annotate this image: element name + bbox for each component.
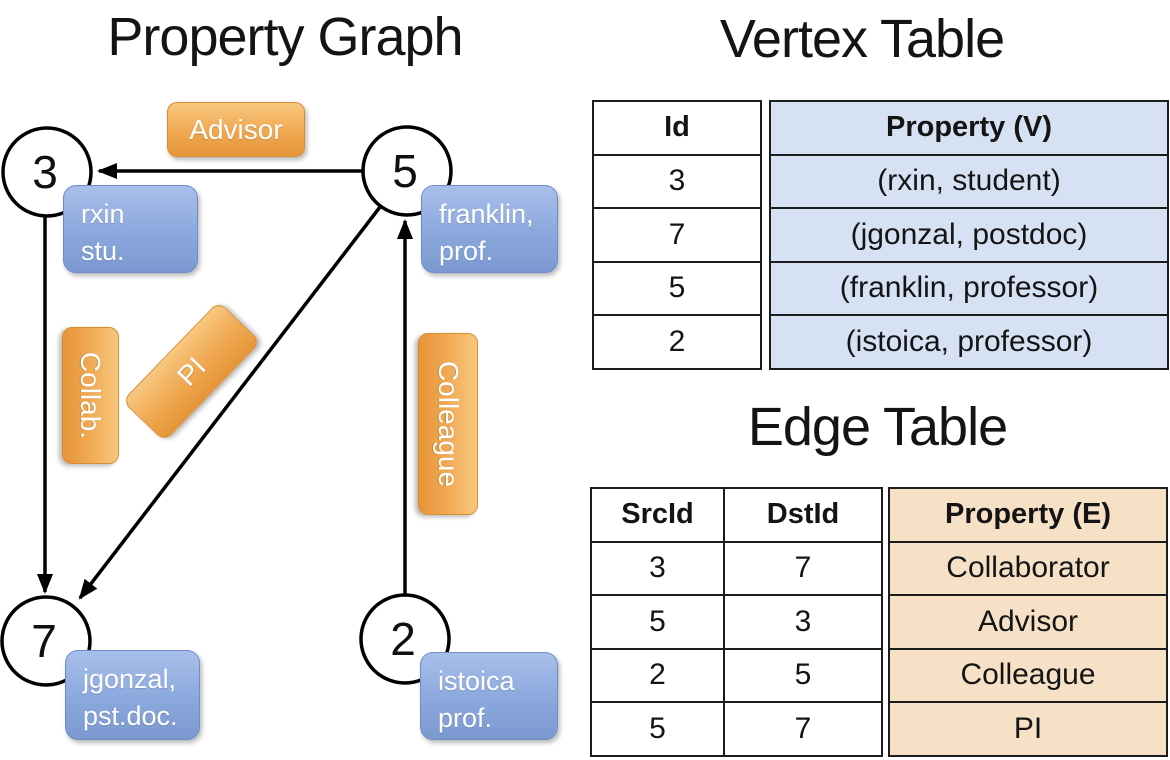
- vertex-property-line: jgonzal,: [83, 664, 177, 694]
- vertex-table-title: Vertex Table: [719, 9, 1005, 69]
- edge-label-advisor: Advisor: [167, 102, 305, 157]
- table-row: 5 3: [590, 594, 883, 650]
- vertex-property-line: stu.: [81, 236, 125, 266]
- edge-row-property: Colleague: [888, 647, 1168, 703]
- table-row: 3 7: [590, 540, 883, 596]
- table-header-row: Id: [592, 100, 762, 156]
- vertex-property-box-5: franklin, prof.: [421, 185, 558, 273]
- vertex-property-line: franklin,: [439, 199, 534, 229]
- edge-row-dst: 3: [723, 594, 883, 650]
- edge-label-colleague: Colleague: [418, 333, 478, 515]
- edge-row-property: PI: [888, 701, 1168, 757]
- table-row: PI: [888, 701, 1168, 757]
- vertex-row-id: 7: [592, 207, 762, 263]
- vertex-property-box-2: istoica prof.: [420, 652, 558, 740]
- edge-src-header: SrcId: [590, 487, 725, 543]
- edge-row-src: 2: [590, 647, 725, 703]
- table-row: 5 7: [590, 701, 883, 757]
- table-row: 7: [592, 207, 762, 263]
- vertex-row-id: 3: [592, 153, 762, 209]
- edge-table-property-column: Property (E) Collaborator Advisor Collea…: [888, 487, 1168, 757]
- vertex-row-id: 2: [592, 314, 762, 370]
- table-row: (rxin, student): [769, 153, 1169, 209]
- vertex-property-header: Property (V): [769, 100, 1169, 156]
- vertex-table-id-column: Id 3 7 5 2: [592, 100, 762, 370]
- edge-row-dst: 7: [723, 701, 883, 757]
- vertex-row-property: (franklin, professor): [769, 260, 1169, 316]
- vertex-table: Id 3 7 5 2 Property (V) (rxin, student) …: [592, 100, 1169, 370]
- table-header-row: SrcId DstId: [590, 487, 883, 543]
- vertex-property-box-7: jgonzal, pst.doc.: [65, 650, 200, 740]
- table-row: Colleague: [888, 647, 1168, 703]
- vertex-id-3: 3: [32, 146, 58, 198]
- edge-lines: [37, 163, 413, 600]
- vertex-property-line: istoica: [438, 666, 515, 696]
- property-graph-title: Property Graph: [107, 7, 463, 67]
- vertex-ids: 3 5 7 2: [31, 145, 418, 667]
- vertex-row-property: (jgonzal, postdoc): [769, 207, 1169, 263]
- table-row: (franklin, professor): [769, 260, 1169, 316]
- vertex-property-line: pst.doc.: [83, 701, 178, 731]
- table-row: 3: [592, 153, 762, 209]
- table-row: (istoica, professor): [769, 314, 1169, 370]
- vertex-row-property: (rxin, student): [769, 153, 1169, 209]
- edge-label-collab: Collab.: [62, 327, 119, 464]
- table-row: 2: [592, 314, 762, 370]
- vertex-id-5: 5: [392, 145, 418, 197]
- table-row: 5: [592, 260, 762, 316]
- edge-table: SrcId DstId 3 7 5 3 2 5 5 7 Property (E)…: [590, 487, 1168, 757]
- table-row: Collaborator: [888, 540, 1168, 596]
- vertex-id-2: 2: [390, 613, 416, 665]
- vertex-property-line: rxin: [81, 199, 125, 229]
- vertex-id-header: Id: [592, 100, 762, 156]
- edge-row-src: 5: [590, 594, 725, 650]
- edge-row-property: Collaborator: [888, 540, 1168, 596]
- edge-row-src: 3: [590, 540, 725, 596]
- edge-table-title: Edge Table: [747, 397, 1008, 457]
- vertex-row-property: (istoica, professor): [769, 314, 1169, 370]
- edge-row-src: 5: [590, 701, 725, 757]
- vertex-property-line: prof.: [438, 703, 493, 733]
- table-row: Advisor: [888, 594, 1168, 650]
- vertex-property-line: prof.: [439, 236, 494, 266]
- edge-dst-header: DstId: [723, 487, 883, 543]
- vertex-table-property-column: Property (V) (rxin, student) (jgonzal, p…: [769, 100, 1169, 370]
- table-row: 2 5: [590, 647, 883, 703]
- edge-row-dst: 5: [723, 647, 883, 703]
- table-row: (jgonzal, postdoc): [769, 207, 1169, 263]
- table-header-row: Property (E): [888, 487, 1168, 543]
- edge-property-header: Property (E): [888, 487, 1168, 543]
- edge-row-dst: 7: [723, 540, 883, 596]
- table-header-row: Property (V): [769, 100, 1169, 156]
- vertex-id-7: 7: [31, 615, 57, 667]
- edge-5-to-7-arrow: [78, 205, 382, 600]
- vertex-property-box-3: rxin stu.: [63, 185, 198, 273]
- edge-table-id-columns: SrcId DstId 3 7 5 3 2 5 5 7: [590, 487, 883, 757]
- edge-row-property: Advisor: [888, 594, 1168, 650]
- vertex-row-id: 5: [592, 260, 762, 316]
